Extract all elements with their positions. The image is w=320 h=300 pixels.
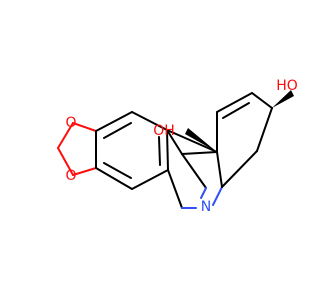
- aromatic-double-bond-inner-2: [158, 136, 161, 166]
- cyclohexene-double-bond: [216, 92, 253, 113]
- cyclohexene-bond-5: [221, 150, 258, 188]
- cyclohexene-double-bond-inner: [222, 102, 250, 119]
- bond-bridge-to-ch2: [181, 153, 207, 189]
- aromatic-bond-2: [131, 111, 168, 131]
- hydroxyl-label-bridge: OH: [153, 123, 175, 139]
- cyclohexene-bond-3: [251, 92, 273, 109]
- nitrogen-label: N: [201, 199, 211, 215]
- bond-aryl-to-bridge-carbon: [166, 129, 183, 155]
- bond-bridge-to-quaternary: [181, 151, 218, 155]
- cyclohexene-ring: [216, 92, 273, 188]
- bridged-ring-system: [166, 129, 223, 209]
- wedge-bond-hydroxyl-right: [272, 90, 294, 108]
- aromatic-bond-4: [131, 169, 169, 190]
- methylenedioxy-ring: [57, 122, 97, 176]
- bond-o-aryl-bottom: [72, 167, 97, 176]
- wedge-bond-oh: [185, 128, 217, 152]
- bond-aryl-to-quaternary: [166, 129, 218, 153]
- bond-o-ch2-top: [57, 122, 74, 149]
- aromatic-double-bond-inner-1: [103, 122, 132, 139]
- aromatic-double-bond-inner-3: [103, 162, 132, 179]
- aromatic-ring: [95, 111, 169, 190]
- bond-aryl-to-benzylic-ch2: [167, 169, 183, 209]
- cyclohexene-bond-4: [256, 107, 273, 152]
- aromatic-bond-5: [95, 167, 133, 190]
- bond-ch2-to-n: [200, 187, 207, 199]
- hydroxyl-label-right: HO: [276, 78, 298, 94]
- stereo-bonds: [185, 90, 294, 152]
- aromatic-bond-3: [166, 129, 169, 171]
- oxygen-label-bottom: O: [65, 168, 76, 184]
- oxygen-label-top: O: [65, 115, 76, 131]
- bond-ring-fusion-to-quaternary: [216, 151, 223, 188]
- molecule-structure-diagram: O O OH HO N: [0, 0, 300, 300]
- diagram-background: [0, 0, 300, 300]
- bond-o-aryl-top: [72, 122, 97, 132]
- aromatic-bond-1: [95, 111, 133, 132]
- bond-n-to-ring-fusion: [212, 186, 223, 206]
- atom-labels: O O OH HO N: [65, 78, 297, 215]
- bond-o-ch2-bottom: [57, 147, 74, 176]
